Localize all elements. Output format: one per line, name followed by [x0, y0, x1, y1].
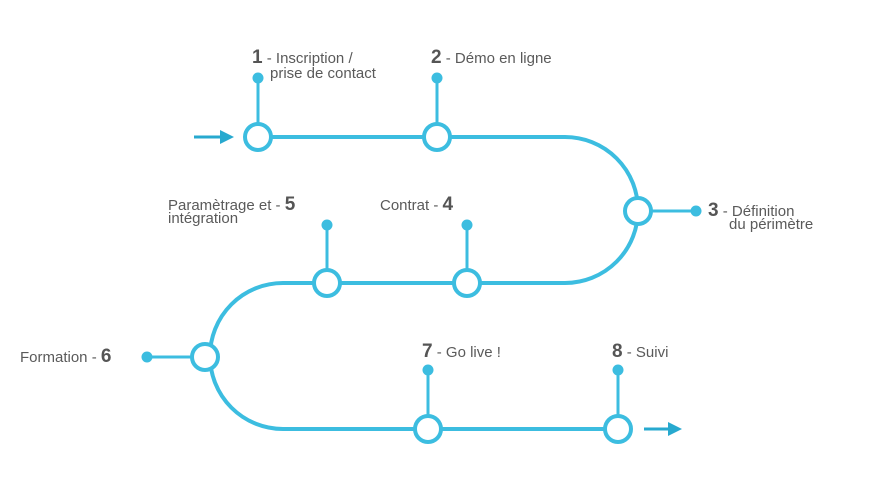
- step-4-text-line1: Contrat -: [380, 197, 439, 214]
- start-arrow-icon: [194, 130, 234, 144]
- step-2-text-line1: - Démo en ligne: [445, 50, 552, 67]
- step-2-label: 2 - Démo en ligne: [431, 48, 552, 67]
- step-8-label: 8 - Suivi: [612, 342, 669, 361]
- step-1-text-line1: - Inscription /: [266, 50, 353, 67]
- node-step-3: [623, 196, 653, 226]
- step-1-text-line2: prise de contact: [270, 65, 376, 82]
- step-6-number: 6: [100, 346, 112, 367]
- step-4-label: Contrat - 4: [380, 195, 453, 214]
- step-3-number: 3: [708, 200, 719, 221]
- step-1-number: 1: [252, 47, 263, 68]
- step-3-label: 3 - Définition: [708, 201, 795, 220]
- step-8-text-line1: - Suivi: [626, 344, 669, 361]
- node-step-7: [413, 414, 443, 444]
- node-step-8: [603, 414, 633, 444]
- step-2-number: 2: [431, 47, 442, 68]
- stem-dots: [141, 72, 702, 376]
- step-5-text-line2: intégration: [168, 210, 239, 227]
- step-7-label: 7 - Go live !: [422, 342, 501, 361]
- step-5-label: Paramètrage et - 5: [168, 195, 295, 214]
- node-step-4: [452, 268, 482, 298]
- step-7-text-line1: - Go live !: [436, 344, 501, 361]
- step-3-text-line1: - Définition: [722, 203, 795, 220]
- step-7-number: 7: [422, 341, 433, 362]
- step-6-label: Formation - 6: [20, 347, 111, 366]
- step-4-number: 4: [442, 194, 454, 215]
- step-5-text-line1: Paramètrage et -: [168, 197, 281, 214]
- stem-lines: [147, 78, 696, 415]
- step-6-text-line1: Formation -: [20, 349, 97, 366]
- roadmap-track: [208, 135, 640, 431]
- step-1-label: 1 - Inscription /: [252, 48, 353, 67]
- node-step-5: [312, 268, 342, 298]
- node-step-1: [243, 122, 273, 152]
- step-5-number: 5: [284, 194, 296, 215]
- end-arrow-icon: [644, 422, 682, 436]
- node-step-6: [190, 342, 220, 372]
- step-8-number: 8: [612, 341, 623, 362]
- step-3-text-line2: du périmètre: [729, 216, 814, 233]
- node-step-2: [422, 122, 452, 152]
